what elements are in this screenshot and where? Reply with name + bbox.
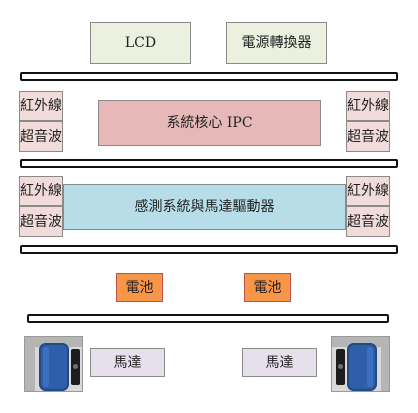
right-ir-sensor-2: 紅外線 xyxy=(346,176,390,206)
right-battery-box: 電池 xyxy=(244,273,291,302)
left-ultrasonic-sensor-1: 超音波 xyxy=(19,121,63,152)
left-motor-box: 馬達 xyxy=(90,348,165,377)
left-ultrasonic-label-2: 超音波 xyxy=(20,213,62,230)
left-ir-label-2: 紅外線 xyxy=(20,183,62,199)
power-converter-box: 電源轉換器 xyxy=(226,22,327,64)
left-ultrasonic-sensor-2: 超音波 xyxy=(19,206,63,237)
right-ultrasonic-sensor-2: 超音波 xyxy=(346,206,390,237)
ipc-core-label: 系統核心 IPC xyxy=(166,115,253,131)
right-motor-label: 馬達 xyxy=(265,354,294,371)
ipc-core-box: 系統核心 IPC xyxy=(98,100,321,146)
left-wheel-image xyxy=(24,336,83,392)
platform-bar-1 xyxy=(20,72,398,81)
platform-bar-3 xyxy=(20,245,398,254)
platform-bar-2 xyxy=(20,159,398,168)
right-ir-label-2: 紅外線 xyxy=(347,183,389,199)
left-ir-sensor-2: 紅外線 xyxy=(19,176,63,206)
power-converter-label: 電源轉換器 xyxy=(241,35,312,51)
left-ultrasonic-label-1: 超音波 xyxy=(20,128,62,145)
left-battery-label: 電池 xyxy=(125,279,154,296)
right-wheel-image xyxy=(331,336,390,392)
right-motor-box: 馬達 xyxy=(242,348,317,377)
left-battery-box: 電池 xyxy=(116,273,163,302)
sensor-motor-driver-box: 感測系統與馬達驅動器 xyxy=(63,184,346,230)
lcd-label: LCD xyxy=(124,35,157,51)
left-ir-label-1: 紅外線 xyxy=(20,98,62,114)
right-ir-sensor-1: 紅外線 xyxy=(346,91,390,121)
sensor-motor-driver-label: 感測系統與馬達驅動器 xyxy=(134,199,275,215)
left-motor-label: 馬達 xyxy=(113,354,142,371)
right-ultrasonic-sensor-1: 超音波 xyxy=(346,121,390,152)
right-ir-label-1: 紅外線 xyxy=(347,98,389,114)
right-ultrasonic-label-2: 超音波 xyxy=(347,213,389,230)
right-ultrasonic-label-1: 超音波 xyxy=(347,128,389,145)
right-battery-label: 電池 xyxy=(253,279,282,296)
platform-bar-4 xyxy=(27,314,389,323)
lcd-box: LCD xyxy=(90,22,191,64)
left-ir-sensor-1: 紅外線 xyxy=(19,91,63,121)
